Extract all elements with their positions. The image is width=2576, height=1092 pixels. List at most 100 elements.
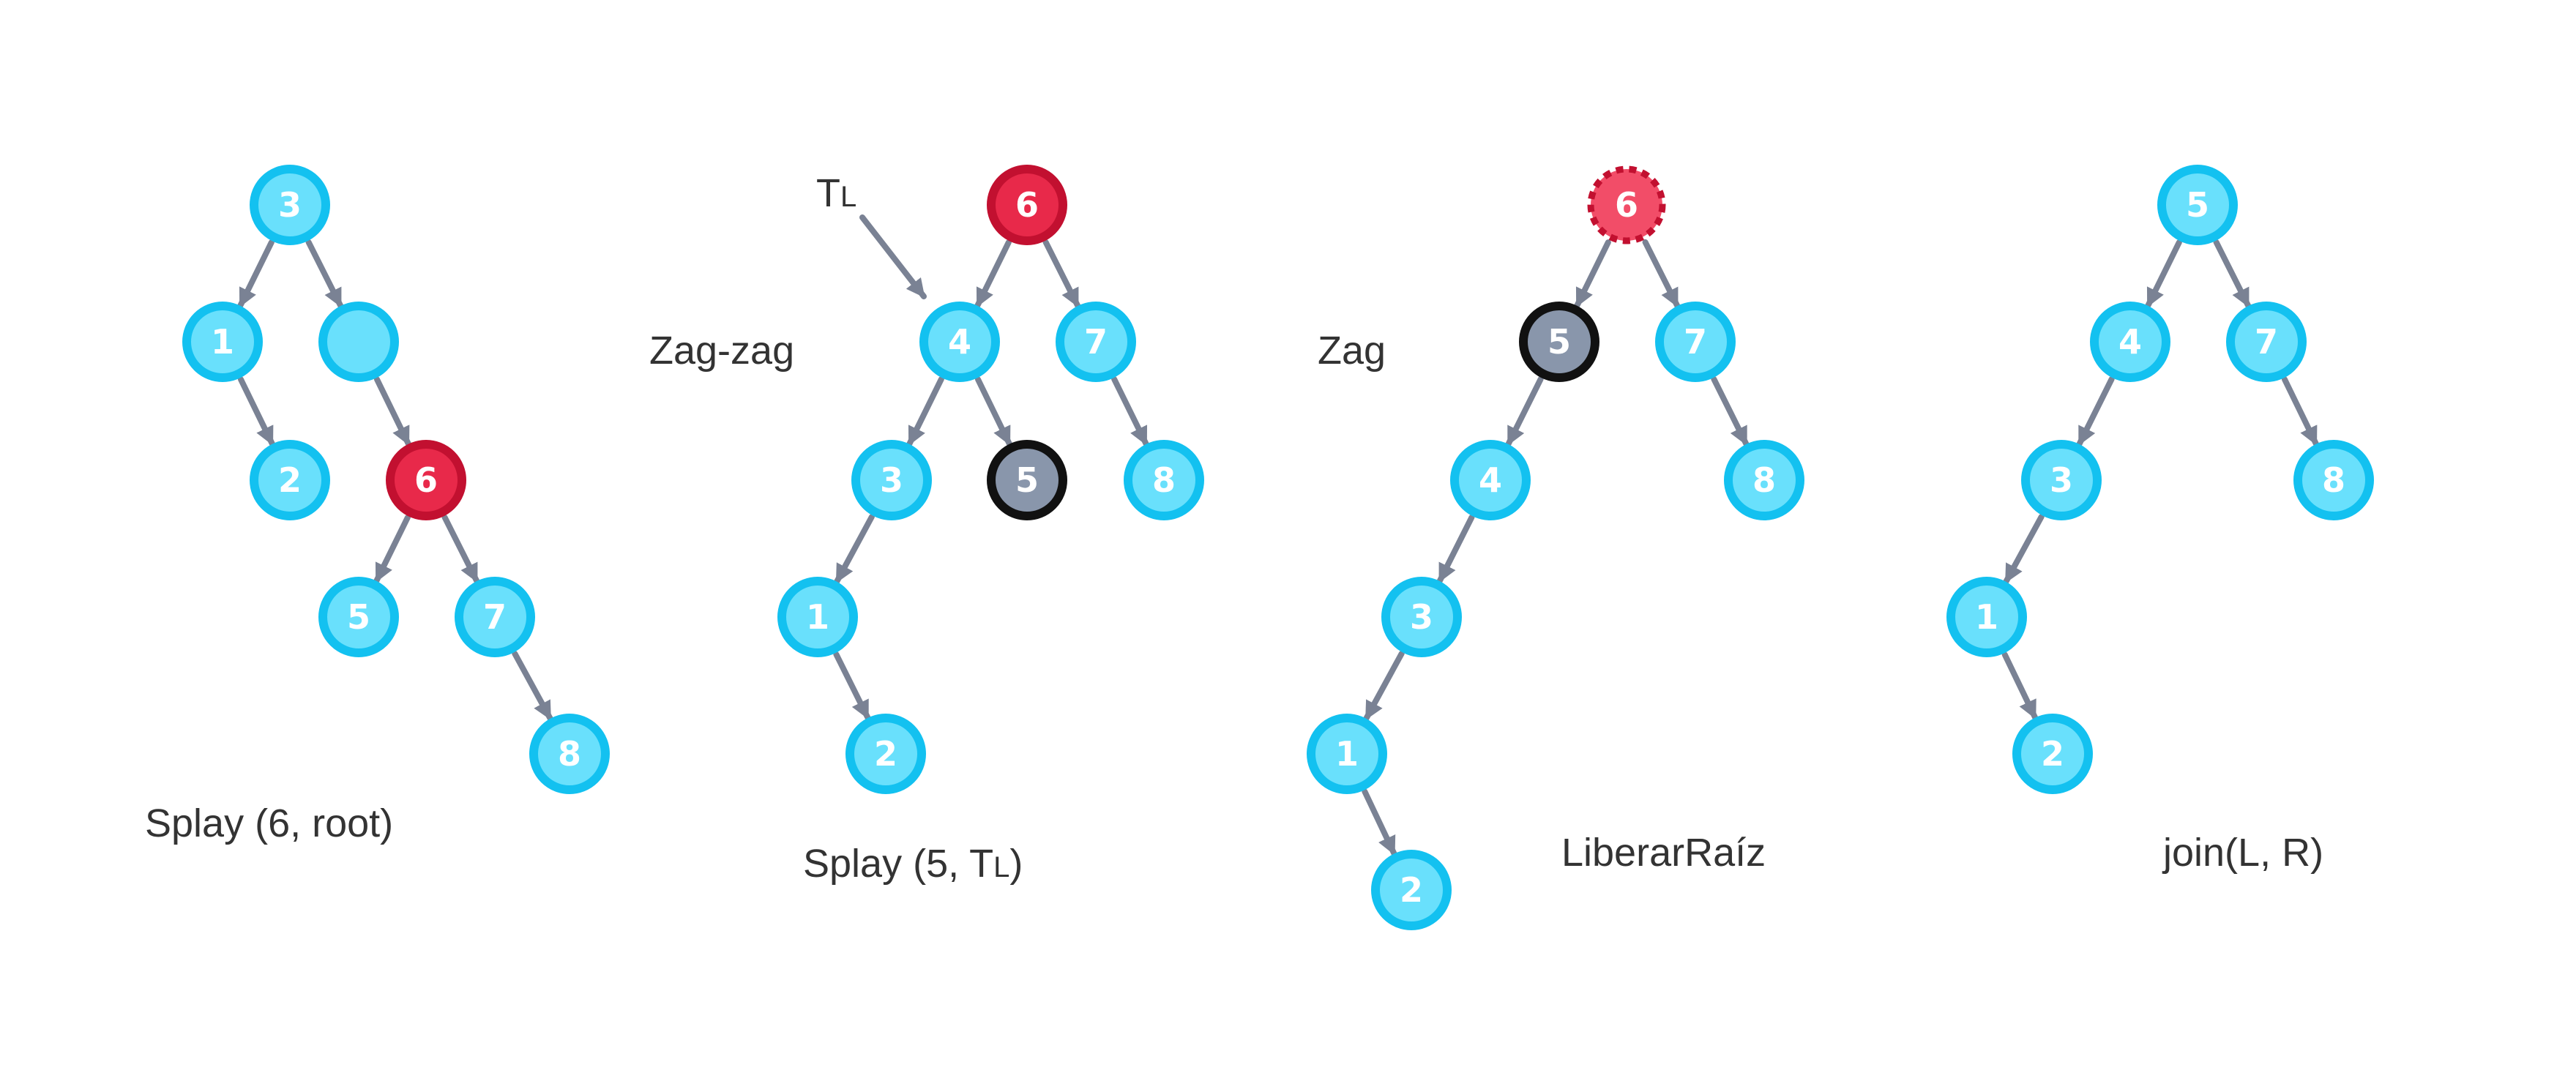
node-circle xyxy=(919,302,1000,382)
tree-node-8: 8 xyxy=(1724,440,1804,520)
tree-edge xyxy=(373,515,411,584)
node-label: 2 xyxy=(278,460,302,500)
tree-node-5: 5 xyxy=(1519,302,1599,382)
tree-node-7: 7 xyxy=(1655,302,1736,382)
node-label: 3 xyxy=(880,460,903,500)
node-label: 4 xyxy=(2118,322,2142,362)
tree-edge xyxy=(834,514,875,585)
caption-liberar-raiz: LiberarRaíz xyxy=(1561,831,1766,875)
tree-edge xyxy=(2281,376,2319,447)
tree-node-1: 1 xyxy=(1307,714,1387,794)
tree-node-3: 3 xyxy=(2021,440,2102,520)
tree-node-7: 7 xyxy=(2226,302,2307,382)
node-label: 7 xyxy=(2255,322,2278,362)
tree-edge xyxy=(1362,788,1397,857)
tree-edge xyxy=(512,651,553,722)
zag-zag-label: Zag-zag xyxy=(649,329,794,373)
tree-node-8: 8 xyxy=(2293,440,2374,520)
tree-edge xyxy=(1363,651,1405,722)
node-label: 2 xyxy=(2041,734,2064,774)
tree-edge xyxy=(441,514,480,584)
node-label: 6 xyxy=(1615,185,1638,225)
tree-node-1: 1 xyxy=(777,577,858,657)
tree-edge xyxy=(833,651,871,721)
caption-splay-root: Splay (6, root) xyxy=(145,801,393,845)
node-label: 1 xyxy=(1975,597,1998,637)
tree-edge xyxy=(1505,376,1544,447)
node-label: 7 xyxy=(483,597,507,637)
node-label: 1 xyxy=(806,597,829,637)
tree-node-3: 3 xyxy=(1381,577,1462,657)
tree-node-8: 8 xyxy=(1124,440,1204,520)
node-circle xyxy=(2090,302,2170,382)
pointer-label: TL xyxy=(816,171,856,215)
tree-node-4: 4 xyxy=(919,302,1000,382)
node-circle xyxy=(987,165,1067,245)
tree-edge xyxy=(1436,514,1475,584)
node-label: 7 xyxy=(1684,322,1707,362)
tree-node-1: 1 xyxy=(1946,577,2027,657)
tree-node-8: 8 xyxy=(529,714,610,794)
node-label: 5 xyxy=(347,597,370,637)
node-circle xyxy=(318,577,399,657)
node-circle xyxy=(1519,302,1599,382)
node-label: 8 xyxy=(1752,460,1776,500)
tree-node-2: 2 xyxy=(250,440,330,520)
node-circle xyxy=(182,302,263,382)
node-label: 5 xyxy=(1015,460,1039,500)
node-circle xyxy=(1381,577,1462,657)
caption-join: join(L, R) xyxy=(2162,831,2323,875)
node-circle xyxy=(2012,714,2093,794)
tree-edge xyxy=(974,239,1012,309)
node-label: 6 xyxy=(1015,185,1039,225)
node-circle xyxy=(1655,302,1736,382)
node-circle xyxy=(851,440,932,520)
tree-node-2: 2 xyxy=(1371,850,1452,930)
node-circle xyxy=(2293,440,2374,520)
node-label: 4 xyxy=(948,322,971,362)
tree-edge xyxy=(373,376,411,447)
node-label: 8 xyxy=(1152,460,1176,500)
tree-node-empty xyxy=(318,302,399,382)
tree-node-7: 7 xyxy=(455,577,535,657)
tree-edge xyxy=(2076,376,2115,447)
node-label: 3 xyxy=(278,185,302,225)
node-circle xyxy=(777,577,858,657)
edges-layer xyxy=(237,239,2319,857)
pointer-tl: TL xyxy=(816,171,927,299)
node-label: 3 xyxy=(1410,597,1433,637)
node-circle xyxy=(845,714,926,794)
tree-node-4: 4 xyxy=(1450,440,1531,520)
node-circle xyxy=(2157,165,2238,245)
node-label: 2 xyxy=(1400,870,1423,910)
tree-node-5: 5 xyxy=(2157,165,2238,245)
tree-node-5: 5 xyxy=(318,577,399,657)
tree-edge xyxy=(1111,376,1149,447)
zag-label: Zag xyxy=(1318,329,1386,373)
node-circle xyxy=(1450,440,1531,520)
tree-edge xyxy=(906,376,944,447)
node-label: 8 xyxy=(2322,460,2345,500)
tree-node-1: 1 xyxy=(182,302,263,382)
tree-edge xyxy=(2213,239,2252,309)
tree-edge xyxy=(305,239,344,309)
node-label: 3 xyxy=(2050,460,2073,500)
node-circle xyxy=(1946,577,2027,657)
node-circle xyxy=(987,440,1067,520)
node-circle xyxy=(1371,850,1452,930)
tree-edge xyxy=(2001,651,2039,721)
node-circle xyxy=(1587,165,1666,244)
node-circle xyxy=(1056,302,1136,382)
node-label: 1 xyxy=(1335,734,1359,774)
tree-node-3: 3 xyxy=(250,165,330,245)
node-label: 5 xyxy=(1548,322,1571,362)
node-circle xyxy=(250,440,330,520)
tree-node-2: 2 xyxy=(845,714,926,794)
tree-node-6: 6 xyxy=(1587,165,1666,244)
tree-edge xyxy=(2003,514,2045,585)
tree-edge xyxy=(1042,239,1081,309)
tree-edge xyxy=(1574,239,1611,309)
node-label: 7 xyxy=(1084,322,1108,362)
node-label: 2 xyxy=(874,734,897,774)
